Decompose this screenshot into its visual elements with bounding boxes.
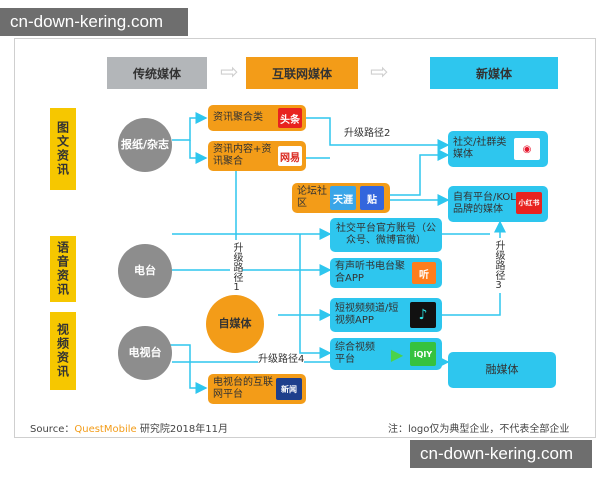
header-traditional-media: 传统媒体 — [107, 57, 207, 89]
category-video-info: 视频资讯 — [50, 312, 76, 390]
box-social-official-account-label: 社交平台官方账号（公众号、微博官微） — [336, 223, 436, 246]
box-fusion-media-label: 融媒体 — [485, 363, 519, 376]
upgrade-path-2-label: 升级路径2 — [344, 128, 391, 140]
box-video-platform-label: 综合视频平台 — [335, 342, 375, 365]
box-short-video-app-label: 短视频频道/短视频APP — [335, 303, 399, 326]
box-social-community-media-label: 社交/社群类媒体 — [453, 137, 507, 160]
chevron-right-icon: ⇨ — [220, 60, 239, 85]
source-tv-station: 电视台 — [118, 326, 172, 380]
source-radio: 电台 — [118, 244, 172, 298]
logo-note: 注：logo仅为典型企业，不代表全部企业 — [388, 424, 570, 435]
source-label: Source： — [30, 424, 75, 435]
header-new-media: 新媒体 — [430, 57, 558, 89]
news-logo-icon: 新闻 — [276, 378, 302, 400]
tianya-logo-icon: 天涯 — [330, 186, 356, 210]
xiaohongshu-logo-icon: 小红书 — [516, 192, 542, 214]
box-fusion-media: 融媒体 — [448, 352, 556, 388]
header-internet-media: 互联网媒体 — [246, 57, 358, 89]
upgrade-path-3-label: 升级路径3 — [492, 238, 504, 293]
watermark-top: cn-down-kering.com — [0, 8, 188, 36]
douyin-logo-icon: ♪ — [410, 302, 436, 328]
source-rest: 研究院2018年11月 — [136, 424, 229, 435]
box-own-platform-kol-label: 自有平台/KOL品牌的媒体 — [453, 192, 516, 215]
chevron-right-icon: ⇨ — [370, 60, 389, 85]
iqiyi-logo-icon: iQIY — [410, 342, 436, 366]
source-footer: Source：QuestMobile 研究院2018年11月 — [30, 420, 228, 435]
box-tv-internet-platform-label: 电视台的互联网平台 — [213, 377, 273, 400]
box-forum-community-label: 论坛社区 — [297, 186, 327, 209]
category-text-info: 图文资讯 — [50, 108, 76, 190]
weibo-logo-icon: ◉ — [514, 138, 540, 160]
tieba-logo-icon: 贴 — [360, 186, 384, 210]
netease-logo-icon: 网易 — [278, 146, 302, 166]
upgrade-path-4-label: 升级路径4 — [258, 354, 305, 366]
audio-logo-icon: 听 — [412, 262, 436, 284]
watermark-bottom: cn-down-kering.com — [410, 440, 592, 468]
upgrade-path-1-label: 升级路径1 — [230, 240, 242, 295]
box-audio-book-app-label: 有声听书电台聚合APP — [335, 261, 405, 284]
category-audio-info: 语音资讯 — [50, 236, 76, 302]
source-self-media: 自媒体 — [206, 295, 264, 353]
toutiao-logo-icon: 头条 — [278, 108, 302, 128]
box-social-official-account: 社交平台官方账号（公众号、微博官微） — [330, 218, 442, 252]
box-news-aggregation-label: 资讯聚合类 — [213, 112, 263, 123]
box-news-content-aggregation-label: 资讯内容+资讯聚合 — [213, 144, 272, 167]
source-newspaper-magazine: 报纸/杂志 — [118, 118, 172, 172]
source-brand: QuestMobile — [74, 424, 137, 435]
tencent-video-logo-icon: ▶ — [386, 342, 408, 366]
